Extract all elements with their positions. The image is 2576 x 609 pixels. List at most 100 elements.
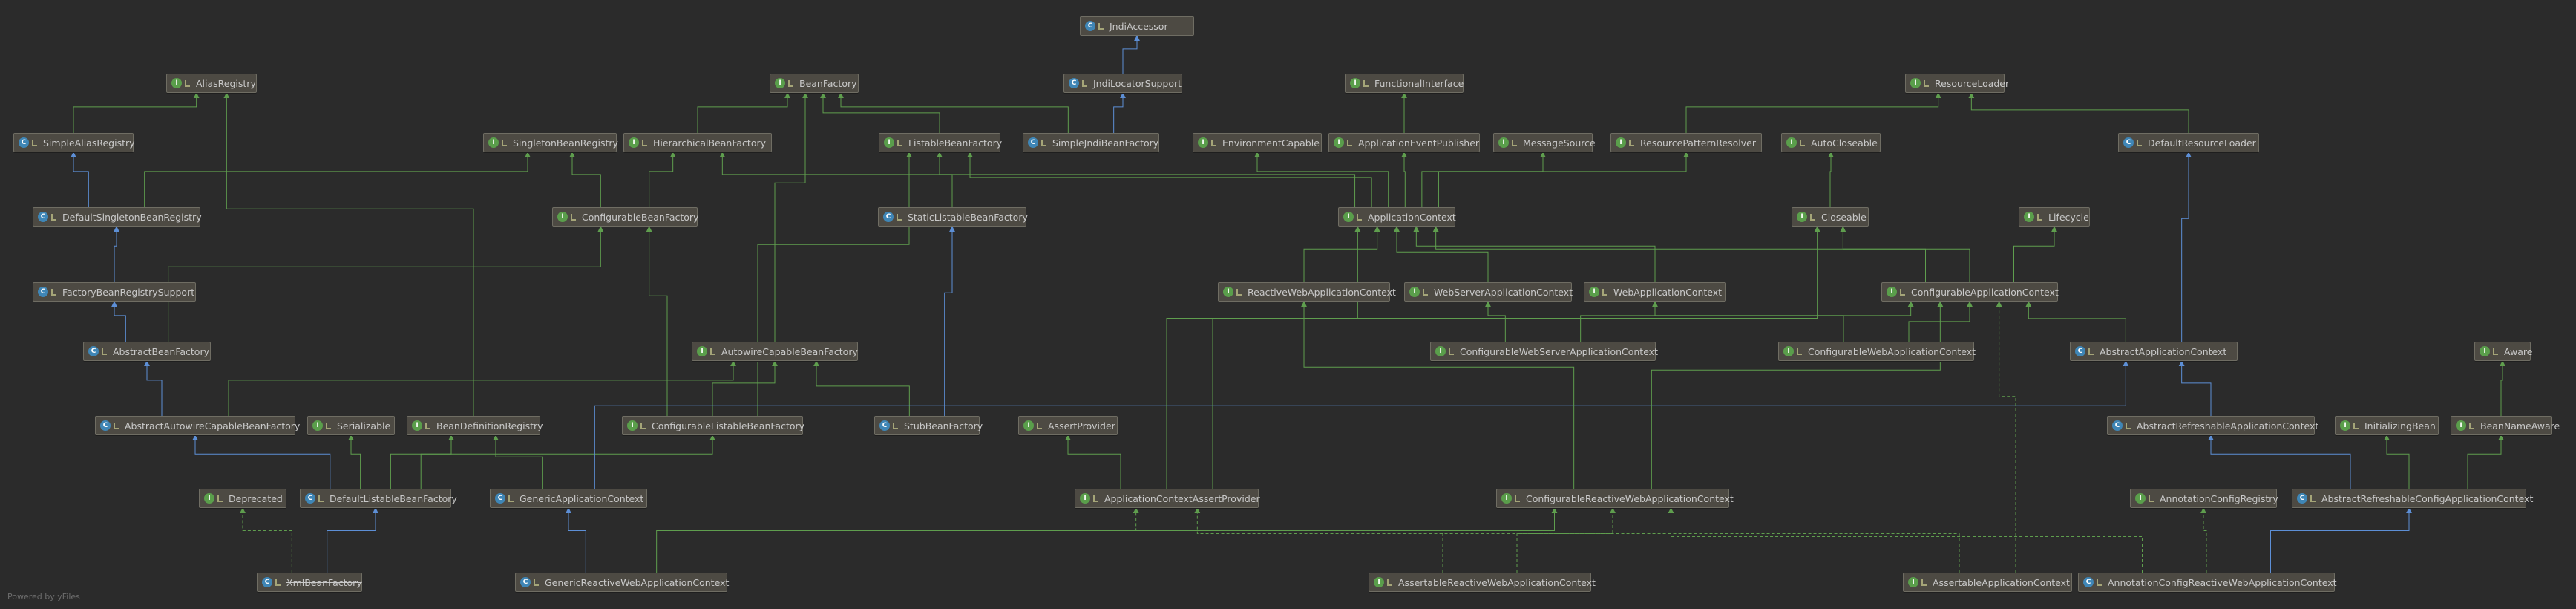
hierarchy-marker-icon — [325, 422, 332, 429]
interface-icon: I — [1501, 493, 1512, 504]
node-label: EnvironmentCapable — [1222, 137, 1320, 149]
node-label: WebApplicationContext — [1613, 286, 1723, 298]
hierarchy-marker-icon — [31, 139, 38, 146]
edge-abstract-refreshable-application-context-to-abstract-application-context — [2178, 360, 2212, 416]
interface-icon: I — [1223, 287, 1233, 297]
node-abstract-refreshable-application-context[interactable]: C AbstractRefreshableApplicationContext — [2107, 416, 2319, 435]
hierarchy-marker-icon — [1448, 348, 1455, 355]
class-icon: C — [2112, 420, 2123, 431]
edge-configurable-listable-bean-factory-to-listable-bean-factory — [757, 152, 912, 416]
class-icon: C — [2075, 346, 2085, 356]
hierarchy-marker-icon — [709, 348, 716, 355]
node-label: AssertableApplicationContext — [1933, 576, 2070, 588]
hierarchy-marker-icon — [533, 579, 540, 586]
node-label: Aware — [2504, 345, 2533, 357]
interface-icon: I — [1498, 137, 1509, 148]
class-icon: C — [38, 212, 48, 222]
edge-application-context-assert-provider-to-application-context — [1166, 226, 1361, 489]
node-label: ReactiveWebApplicationContext — [1248, 286, 1396, 298]
node-label: ListableBeanFactory — [908, 137, 1003, 149]
edge-application-context-to-message-source — [1421, 152, 1546, 207]
edge-abstract-bean-factory-to-configurable-bean-factory — [168, 226, 604, 342]
interface-icon: I — [2456, 420, 2466, 431]
edge-configurable-web-server-application-context-to-configurable-application-context — [1580, 301, 1914, 342]
node-label: InitializingBean — [2364, 420, 2436, 431]
hierarchy-marker-icon — [896, 213, 902, 221]
edge-default-singleton-bean-registry-to-simple-alias-registry — [71, 152, 89, 207]
hierarchy-marker-icon — [2125, 422, 2131, 429]
node-label: ConfigurableApplicationContext — [1911, 286, 2059, 298]
hierarchy-marker-icon — [1210, 139, 1217, 146]
node-label: ConfigurableBeanFactory — [582, 211, 699, 223]
node-label: AbstractRefreshableApplicationContext — [2137, 420, 2319, 431]
edge-bean-name-aware-to-aware — [2500, 360, 2505, 416]
hierarchy-marker-icon — [897, 139, 903, 146]
edge-stub-bean-factory-to-autowire-capable-bean-factory — [813, 360, 910, 416]
edge-generic-reactive-web-application-context-to-generic-application-context — [566, 507, 586, 573]
edge-configurable-web-server-application-context-to-web-server-application-context — [1485, 301, 1506, 342]
interface-icon: I — [2135, 493, 2146, 504]
node-reactive-web-application-context[interactable]: I ReactiveWebApplicationContext — [1218, 282, 1396, 302]
node-label: AutoCloseable — [1811, 137, 1878, 149]
class-icon: C — [2083, 577, 2094, 587]
hierarchy-marker-icon — [1092, 495, 1099, 502]
node-label: AbstractBeanFactory — [113, 345, 209, 357]
edge-abstract-bean-factory-to-factory-bean-registry-support — [111, 301, 126, 342]
